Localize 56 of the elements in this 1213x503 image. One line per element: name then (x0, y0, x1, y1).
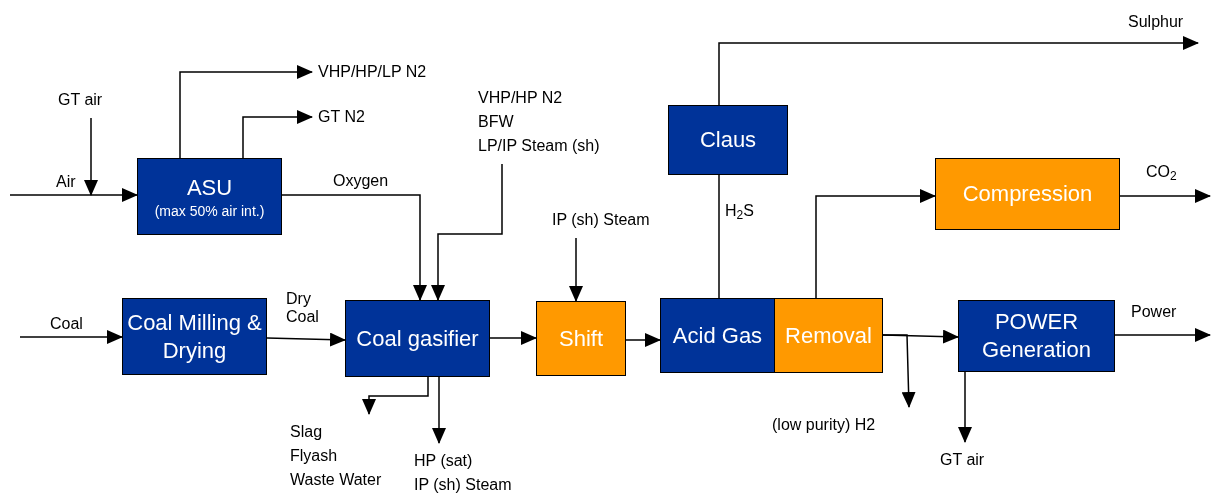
box-label: ASU (186, 173, 233, 202)
stream-label: GT N2 (318, 107, 365, 127)
box-label: Compression (962, 180, 1093, 208)
arrow (432, 376, 446, 444)
arrow (958, 371, 972, 443)
arrow (882, 334, 916, 408)
box-label: Claus (699, 126, 757, 154)
process-box (536, 301, 626, 376)
arrow (625, 333, 661, 347)
box-label: Removal (785, 322, 872, 350)
process-box (668, 105, 788, 175)
connector-line (718, 174, 720, 299)
stream-label: LP/IP Steam (sh) (478, 136, 600, 156)
arrow (431, 163, 503, 301)
box-note: (max 50% air int.) (154, 201, 265, 220)
arrow (84, 117, 98, 196)
arrow (179, 65, 313, 159)
stream-label: HP (sat) (414, 451, 473, 471)
process-box (958, 300, 1115, 372)
stream-label: (low purity) H2 (772, 415, 876, 435)
stream-label: Waste Water (290, 470, 382, 490)
arrow (242, 110, 313, 159)
arrow (9, 188, 138, 202)
arrow (266, 332, 346, 347)
arrow (718, 36, 1199, 106)
edge-label: CO$_{2}$ (1146, 163, 1177, 181)
edge-label: Oxygen (333, 172, 389, 190)
stream-label: GT air (58, 90, 103, 110)
arrow (281, 194, 427, 301)
stream-label: GT air (940, 450, 985, 470)
process-box (660, 298, 883, 373)
arrow (362, 376, 429, 415)
box-label: Coal gasifier (356, 324, 479, 353)
arrow (489, 331, 537, 345)
edge-label: Sulphur (1128, 13, 1184, 31)
stream-label: IP (sh) Steam (414, 475, 512, 495)
stream-label: Flyash (290, 446, 338, 466)
edge-label: H$_{2}$S (725, 202, 754, 220)
box-label: POWER Generation (981, 308, 1092, 364)
process-box (345, 300, 490, 377)
stream-label: BFW (478, 112, 514, 132)
box-label: Shift (559, 324, 603, 353)
stream-label: Slag (290, 422, 323, 442)
arrow (19, 330, 123, 344)
process-box (122, 298, 267, 375)
arrow (1119, 189, 1211, 203)
process-box (137, 158, 282, 235)
stream-label: IP (sh) Steam (552, 210, 650, 230)
stream-label: VHP/HP/LP N2 (318, 62, 427, 82)
box-label: Acid Gas (672, 322, 763, 350)
box-label: Coal Milling & Drying (127, 308, 262, 365)
stream-label: VHP/HP N2 (478, 88, 563, 108)
arrow (815, 189, 936, 299)
process-box (935, 158, 1120, 230)
arrow (1114, 328, 1211, 342)
arrow (569, 237, 583, 302)
